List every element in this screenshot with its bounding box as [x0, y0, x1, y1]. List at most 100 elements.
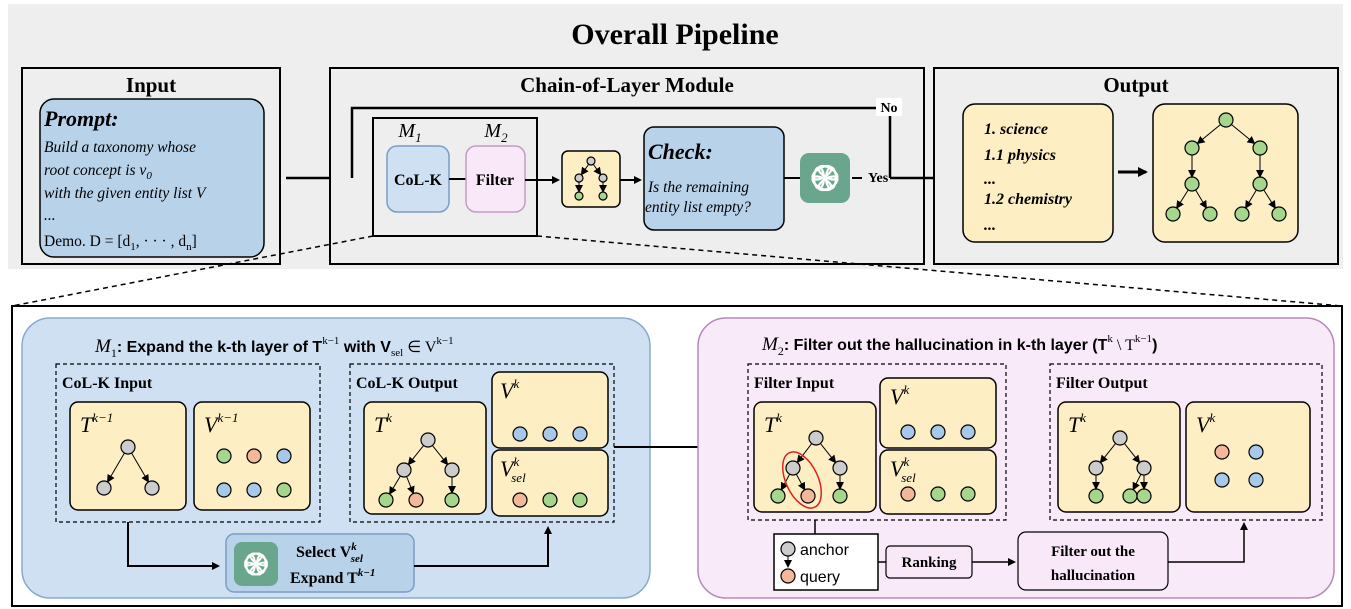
entity-node — [900, 424, 916, 440]
tree-node — [808, 430, 824, 446]
tree-node — [800, 488, 816, 504]
tree-edge — [431, 445, 449, 466]
tree-node — [770, 488, 786, 504]
anchor-label: anchor — [800, 542, 850, 559]
entity-node — [900, 486, 916, 502]
tree-node — [832, 460, 848, 476]
entities-v-prev — [216, 448, 292, 498]
t-k-label: Tk — [374, 410, 392, 437]
tree-node — [1252, 176, 1268, 192]
entity-node — [960, 486, 976, 502]
entity-node — [930, 486, 946, 502]
prompt-line-4: ... — [44, 207, 56, 224]
entities-filter-v-k — [900, 424, 976, 440]
entities-filter-output — [1214, 444, 1264, 488]
no-label: No — [880, 101, 897, 116]
output-taxonomy-tree — [1165, 112, 1287, 222]
tree-node — [1088, 488, 1104, 504]
entity-node — [1248, 444, 1264, 460]
check-title: Check: — [648, 139, 713, 164]
tree-edge — [580, 163, 590, 176]
tree-node — [1122, 488, 1138, 504]
m2-panel-title: M2: Filter out the hallucination in k-th… — [761, 333, 1157, 358]
arrow-gpt-to-output — [414, 526, 552, 567]
filter-out-line-1: Filter out the — [1051, 544, 1135, 560]
pipeline-title: Overall Pipeline — [571, 18, 778, 51]
t-prev-label: Tk−1 — [80, 410, 113, 437]
query-node — [780, 568, 796, 584]
colk-output-label: CoL-K Output — [356, 375, 458, 392]
tree-node — [598, 173, 608, 183]
colk-input-label: CoL-K Input — [62, 375, 153, 392]
tree-edge — [1099, 443, 1117, 464]
output-tree-box — [1152, 103, 1299, 243]
arrow-input-to-gpt — [127, 522, 220, 570]
tree-edge — [592, 163, 602, 176]
v-prev-label: Vk−1 — [204, 410, 239, 437]
tree-node — [378, 492, 394, 508]
output-list-item: 1.1 physics — [984, 147, 1056, 164]
tree-edge — [1263, 189, 1276, 209]
colk-label: CoL-K — [394, 172, 443, 189]
entity-node — [1214, 444, 1230, 460]
entity-node — [246, 482, 262, 498]
entity-node — [542, 426, 558, 442]
output-list-box — [962, 103, 1114, 243]
input-heading: Input — [126, 73, 176, 97]
entity-node — [572, 492, 588, 508]
filter-input-group — [747, 363, 1007, 521]
output-heading: Output — [1103, 73, 1168, 97]
tree-edge — [1176, 189, 1189, 209]
tree-node — [1165, 206, 1181, 222]
anchor-node — [780, 541, 796, 557]
filter-output-label: Filter Output — [1056, 375, 1148, 392]
loop-no-line — [350, 106, 892, 178]
prompt-line-1: Build a taxonomy whose — [44, 139, 196, 156]
filter-out-v-k-label: Vk — [1196, 410, 1215, 437]
tree-node — [1271, 206, 1287, 222]
prompt-box — [39, 98, 265, 258]
tree-edge — [1231, 124, 1256, 145]
tree-edge — [131, 452, 149, 483]
tree-edge — [407, 445, 425, 466]
tree-node — [408, 492, 424, 508]
yes-label: Yes — [868, 171, 889, 186]
entities-filter-v-sel — [900, 486, 976, 502]
tree-filter-input — [770, 430, 848, 504]
tree-edge — [389, 475, 401, 495]
mini-tree — [574, 156, 608, 201]
filter-out-t-k-box — [1057, 401, 1181, 513]
arrow-filter-to-output — [1168, 522, 1248, 563]
chatgpt-icon — [234, 542, 278, 586]
tree-node — [1184, 140, 1200, 156]
tree-node — [574, 173, 584, 183]
tree-edge — [1195, 189, 1207, 209]
tree-edge — [795, 473, 806, 491]
filter-label: Filter — [476, 172, 514, 189]
entity-node — [276, 448, 292, 464]
entity-node — [1248, 472, 1264, 488]
filter-v-k-label: Vk — [890, 382, 909, 409]
tree-node — [832, 488, 848, 504]
entity-node — [512, 492, 528, 508]
prompt-line-3: with the given entity list V — [44, 185, 207, 202]
tree-edge — [406, 476, 415, 495]
entity-node — [512, 426, 528, 442]
chatgpt-icon-petal — [817, 164, 839, 181]
tree-edge — [1245, 189, 1257, 209]
tree-node — [598, 191, 608, 201]
tree-filter-output — [1088, 430, 1152, 504]
v-k-label: Vk — [500, 376, 519, 403]
chatgpt-icon — [800, 153, 850, 203]
tree-node — [574, 191, 584, 201]
tree-node — [785, 460, 801, 476]
chatgpt-icon-petal — [249, 552, 268, 567]
tree-edge — [1132, 474, 1142, 491]
tree-node — [1234, 206, 1250, 222]
m2-label: M2 — [483, 120, 508, 145]
entity-node — [216, 482, 232, 498]
filter-out-box — [1017, 531, 1169, 591]
